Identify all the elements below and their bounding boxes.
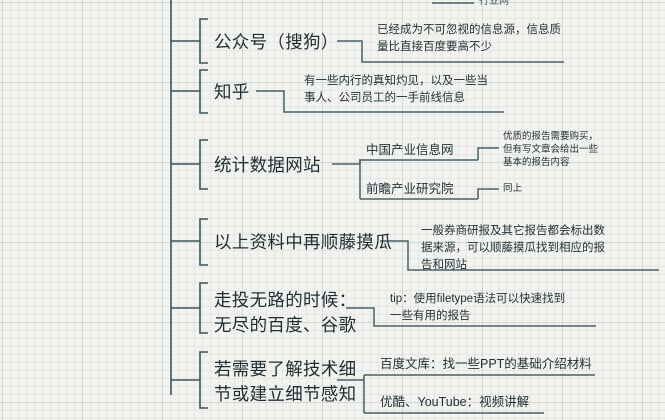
note-zoutouwulu-line1: tip：使用filetype语法可以快速找到	[390, 293, 566, 305]
note-zoutouwulu-line2: 一些有用的报告	[390, 310, 471, 322]
branch-label-zhihu[interactable]: 知乎	[214, 82, 250, 102]
note-shuntengmogua-line1: 一般券商研报及其它报告都会标出数	[421, 225, 605, 237]
note-zhongguochanye-line2: 但有写文章会给出一些	[503, 144, 599, 155]
note-qianzhan-line1: 同上	[503, 183, 523, 194]
note-zhongguochanye-line3: 基本的报告内容	[503, 157, 570, 168]
note-gongzhonghao-line1: 已经成为不可忽视的信息源，信息质	[377, 24, 561, 36]
branch-label-tongji[interactable]: 统计数据网站	[214, 155, 321, 175]
note-zhongguochanye-line1: 优质的报告需要购买，	[503, 131, 599, 142]
note-youku[interactable]: 优酷、YouTube：视频讲解	[380, 395, 530, 409]
branch-label-zoutouwulu-line1[interactable]: 走投无路的时候：	[214, 290, 357, 310]
branch-label-jishuxijie-line1[interactable]: 若需要了解技术细	[214, 359, 357, 379]
branch-label-zoutouwulu-line2[interactable]: 无尽的百度、谷歌	[214, 315, 357, 335]
clipped-top-label: 行业网	[479, 0, 509, 7]
note-zhihu-line2: 事人、公司员工的一手前线信息	[304, 92, 465, 104]
note-shuntengmogua-line3: 告和网站	[421, 259, 467, 271]
branch-label-jishuxijie-line2[interactable]: 节或建立细节感知	[214, 384, 357, 404]
child-label-zhongguochanye[interactable]: 中国产业信息网	[366, 143, 454, 157]
note-gongzhonghao-line2: 量比直接百度要高不少	[377, 41, 492, 53]
child-label-qianzhan[interactable]: 前瞻产业研究院	[366, 182, 454, 196]
branch-label-shuntengmogua[interactable]: 以上资料中再顺藤摸瓜	[214, 232, 392, 252]
branch-label-gongzhonghao[interactable]: 公众号（搜狗）	[214, 32, 339, 52]
note-baiduwenku[interactable]: 百度文库：找一些PPT的基础介绍材料	[380, 357, 592, 371]
note-shuntengmogua-line2: 据来源，可以顺藤摸瓜找到相应的报	[421, 242, 605, 254]
note-zhihu-line1: 有一些内行的真知灼见，以及一些当	[304, 75, 488, 87]
